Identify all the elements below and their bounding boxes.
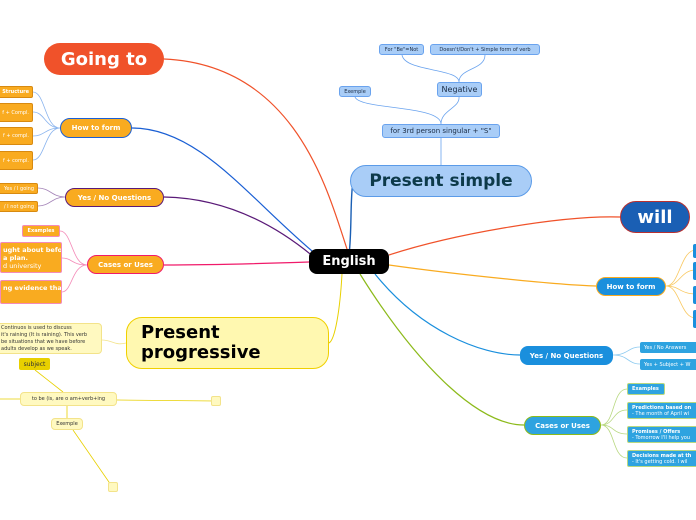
case-title: ught about before	[3, 245, 62, 254]
will-form-item[interactable]	[693, 244, 696, 258]
case-example: - The month of April wi	[632, 410, 690, 417]
will-examples[interactable]: Examples	[627, 383, 665, 395]
present-simple-rule[interactable]: for 3rd person singular + "S"	[382, 124, 500, 138]
will-yes-no-questions[interactable]: Yes / No Questions	[520, 346, 613, 365]
going-to-yes-no-questions[interactable]: Yes / No Questions	[65, 188, 164, 207]
description-line: adults develop as we speak.	[1, 345, 72, 352]
present-simple-negative[interactable]: Negative	[437, 82, 482, 97]
negative-item[interactable]: For "Be"=Not	[379, 44, 424, 55]
empty-node[interactable]	[108, 482, 118, 492]
going-to-form-item[interactable]: Structure	[0, 86, 33, 98]
will-case-item[interactable]: Promises / Offers - Tomorrow I'll help y…	[627, 426, 696, 443]
going-to-yes-no-item[interactable]: Yes / I going	[0, 183, 38, 194]
will-form-item[interactable]	[693, 310, 696, 328]
topic-present-simple[interactable]: Present simple	[350, 165, 532, 197]
going-to-cases-or-uses[interactable]: Cases or Uses	[87, 255, 164, 274]
progressive-subject[interactable]: subject	[19, 358, 50, 370]
case-title: a plan.	[3, 253, 29, 262]
topic-label-line: progressive	[141, 342, 261, 363]
will-yes-no-item[interactable]: Yes / No Answers	[640, 342, 696, 353]
will-form-item[interactable]	[693, 262, 696, 280]
going-to-case-item[interactable]: ught about before a plan. d university	[0, 242, 62, 273]
topic-will[interactable]: will	[620, 201, 690, 233]
central-node-english[interactable]: English	[309, 249, 389, 274]
will-form-item[interactable]	[693, 286, 696, 304]
going-to-how-to-form[interactable]: How to form	[60, 118, 132, 138]
will-case-item[interactable]: Decisions made at th - It's getting cold…	[627, 450, 696, 467]
going-to-yes-no-item[interactable]: / I not going	[0, 201, 38, 212]
case-example: d university	[3, 261, 42, 270]
progressive-example[interactable]: Exemple	[51, 418, 83, 430]
going-to-form-item[interactable]: f + compl.	[0, 127, 33, 145]
empty-node[interactable]	[211, 396, 221, 406]
description-line: it's raining (It is raining). This verb	[1, 331, 88, 338]
topic-going-to[interactable]: Going to	[44, 43, 164, 75]
will-cases-or-uses[interactable]: Cases or Uses	[524, 416, 601, 435]
going-to-examples[interactable]: Examples	[22, 225, 60, 237]
will-case-item[interactable]: Predictions based on - The month of Apri…	[627, 402, 696, 419]
topic-label-line: Present	[141, 322, 220, 343]
progressive-description[interactable]: Continuos is used to discuss it's rainin…	[0, 323, 102, 354]
description-line: be situations that we have before	[1, 338, 86, 345]
topic-present-progressive[interactable]: Present progressive	[126, 317, 329, 369]
going-to-form-item[interactable]: f + compl.	[0, 151, 33, 170]
going-to-case-item[interactable]: ng evidence that	[0, 280, 62, 304]
case-title: Predictions based on	[632, 404, 692, 411]
progressive-structure[interactable]: to be (is, are o am+verb+ing	[20, 392, 117, 406]
will-how-to-form[interactable]: How to form	[596, 277, 666, 296]
will-yes-no-item[interactable]: Yes + Subject + W	[640, 359, 696, 370]
present-simple-example[interactable]: Exemple	[339, 86, 371, 97]
case-title: ng evidence that	[3, 284, 62, 292]
going-to-form-item[interactable]: f + Compl.	[0, 103, 33, 122]
description-line: Continuos is used to discuss	[1, 324, 72, 331]
negative-item[interactable]: Doesn't/Don't + Simple form of verb	[430, 44, 540, 55]
case-example: - Tomorrow I'll help you	[632, 434, 691, 441]
case-example: - It's getting cold. I wil	[632, 458, 688, 465]
case-title: Decisions made at th	[632, 452, 692, 459]
case-title: Promises / Offers	[632, 428, 681, 435]
